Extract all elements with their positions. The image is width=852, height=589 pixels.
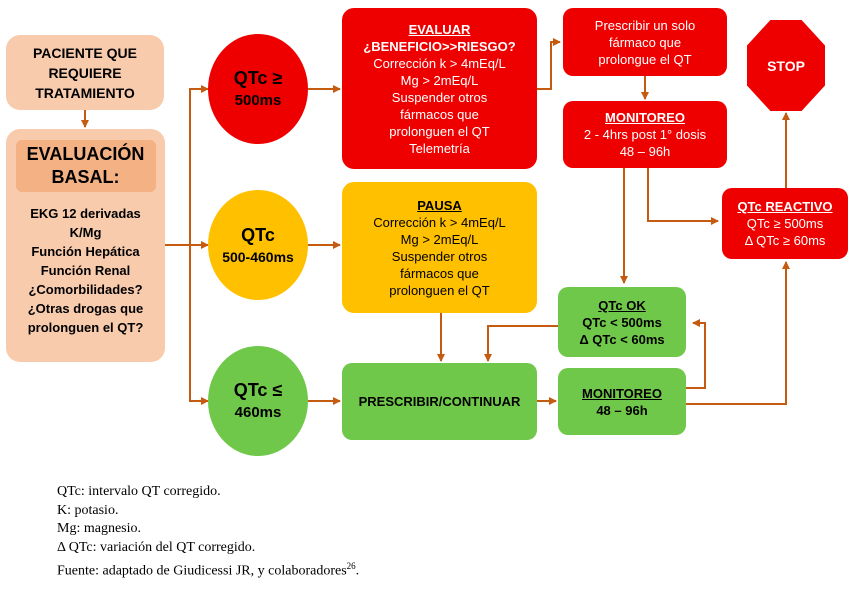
evaluate-line: Corrección k > 4mEq/L [373,55,506,71]
monitor-top-line: 2 - 4hrs post 1° dosis [583,127,707,142]
qtc-reactive-title: QTc REACTIVO [737,199,833,214]
evaluate-box: EVALUAR ¿BENEFICIO>>RIESGO? Corrección k… [342,8,537,169]
qtc-mid-circle: QTc 500-460ms [208,190,308,300]
qtc-reactive-line: Δ QTc ≥ 60ms [744,233,826,248]
monitor-bottom-box: MONITOREO 48 – 96h [558,368,686,435]
prescribe-single-line: Prescribir un solo [594,17,696,33]
baseline-item: K/Mg [69,225,102,240]
patient-line-1: PACIENTE QUE [33,44,137,61]
qtc-low-circle: QTc ≤ 460ms [208,346,308,456]
pause-line: Corrección k > 4mEq/L [373,214,506,230]
pause-line: prolonguen el QT [389,282,490,298]
evaluate-subtitle: ¿BENEFICIO>>RIESGO? [363,38,516,54]
legend-line: Mg: magnesio. [57,521,141,536]
qtc-high-line-1: QTc ≥ [233,68,283,88]
legend: QTc: intervalo QT corregido. K: potasio.… [57,483,359,581]
baseline-item: EKG 12 derivadas [30,206,141,221]
qtc-ok-box: QTc OK QTc < 500ms Δ QTc < 60ms [558,287,686,357]
stop-label: STOP [767,57,805,74]
qtc-ok-title: QTc OK [598,297,646,313]
qtc-reactive-box: QTc REACTIVO QTc ≥ 500ms Δ QTc ≥ 60ms [722,188,848,259]
legend-source-text: Fuente: adaptado de Giudicessi JR, y col… [57,563,347,579]
evaluate-line: fármacos que [400,106,479,122]
baseline-evaluation-box: EVALUACIÓN BASAL: EKG 12 derivadas K/Mg … [6,129,165,362]
prescribe-continue-label: PRESCRIBIR/CONTINUAR [358,394,521,409]
qtc-mid-line-1: QTc [241,225,275,245]
legend-source-period: . [355,563,360,579]
legend-line: QTc: intervalo QT corregido. [57,484,221,499]
pause-line: Suspender otros [391,248,488,264]
legend-reference-number: 26 [346,561,356,571]
evaluate-line: prolonguen el QT [389,123,490,139]
evaluate-line: Mg > 2mEq/L [400,72,479,88]
baseline-item: ¿Otras drogas que [27,301,144,316]
baseline-title-line-1: EVALUACIÓN [26,144,145,164]
qtc-ok-line: QTc < 500ms [582,314,662,330]
baseline-item: Función Hepática [31,244,140,259]
patient-line-2: REQUIERE [48,64,122,81]
prescribe-single-box: Prescribir un solo fármaco que prolongue… [563,8,727,76]
qtc-low-line-1: QTc ≤ [233,380,283,400]
patient-line-3: TRATAMIENTO [35,84,135,101]
monitor-bottom-line: 48 – 96h [596,402,648,418]
baseline-item: ¿Comorbilidades? [28,282,143,297]
qtc-reactive-line: QTc ≥ 500ms [746,216,824,231]
pause-line: Mg > 2mEq/L [400,231,479,247]
patient-box: PACIENTE QUE REQUIERE TRATAMIENTO [6,35,164,110]
prescribe-continue-box: PRESCRIBIR/CONTINUAR [342,363,537,440]
baseline-item: Función Renal [40,263,131,278]
pause-line: fármacos que [400,265,479,281]
qtc-high-line-2: 500ms [234,92,282,109]
qtc-ok-line: Δ QTc < 60ms [579,331,665,347]
legend-source: Fuente: adaptado de Giudicessi JR, y col… [57,557,359,581]
monitor-top-box: MONITOREO 2 - 4hrs post 1° dosis 48 – 96… [563,101,727,168]
evaluate-line: Telemetría [409,140,470,156]
baseline-title-line-2: BASAL: [51,167,120,187]
stop-sign: STOP [747,20,825,111]
prescribe-single-line: fármaco que [608,34,682,50]
arrow-monitor-to-reactive [647,168,719,225]
baseline-title: EVALUACIÓN BASAL: [15,140,156,192]
arrow-branch-to-low [189,245,209,405]
arrow-monitor-bottom-to-reactive [686,261,790,405]
qtc-low-line-2: 460ms [234,404,282,421]
arrow-monitor-bottom-to-qtc-ok [686,319,706,389]
legend-line: Δ QTc: variación del QT corregido. [57,539,256,555]
monitor-top-title: MONITOREO [605,110,685,125]
arrow-qtc-ok-to-prescribe [484,325,558,362]
pause-title: PAUSA [417,197,462,213]
legend-line: K: potasio. [57,502,119,518]
evaluate-line: Suspender otros [391,89,488,105]
monitor-bottom-title: MONITOREO [582,385,662,401]
baseline-item: prolonguen el QT? [27,320,144,335]
pause-box: PAUSA Corrección k > 4mEq/L Mg > 2mEq/L … [342,182,537,313]
qtc-high-circle: QTc ≥ 500ms [208,34,308,144]
qtc-mid-line-2: 500-460ms [222,249,294,265]
evaluate-title: EVALUAR [408,21,471,37]
arrow-evaluate-to-prescribe-single [537,38,561,90]
arrow-branch-to-high [189,85,209,245]
prescribe-single-line: prolongue el QT [598,51,692,67]
monitor-top-line: 48 – 96h [619,144,671,159]
